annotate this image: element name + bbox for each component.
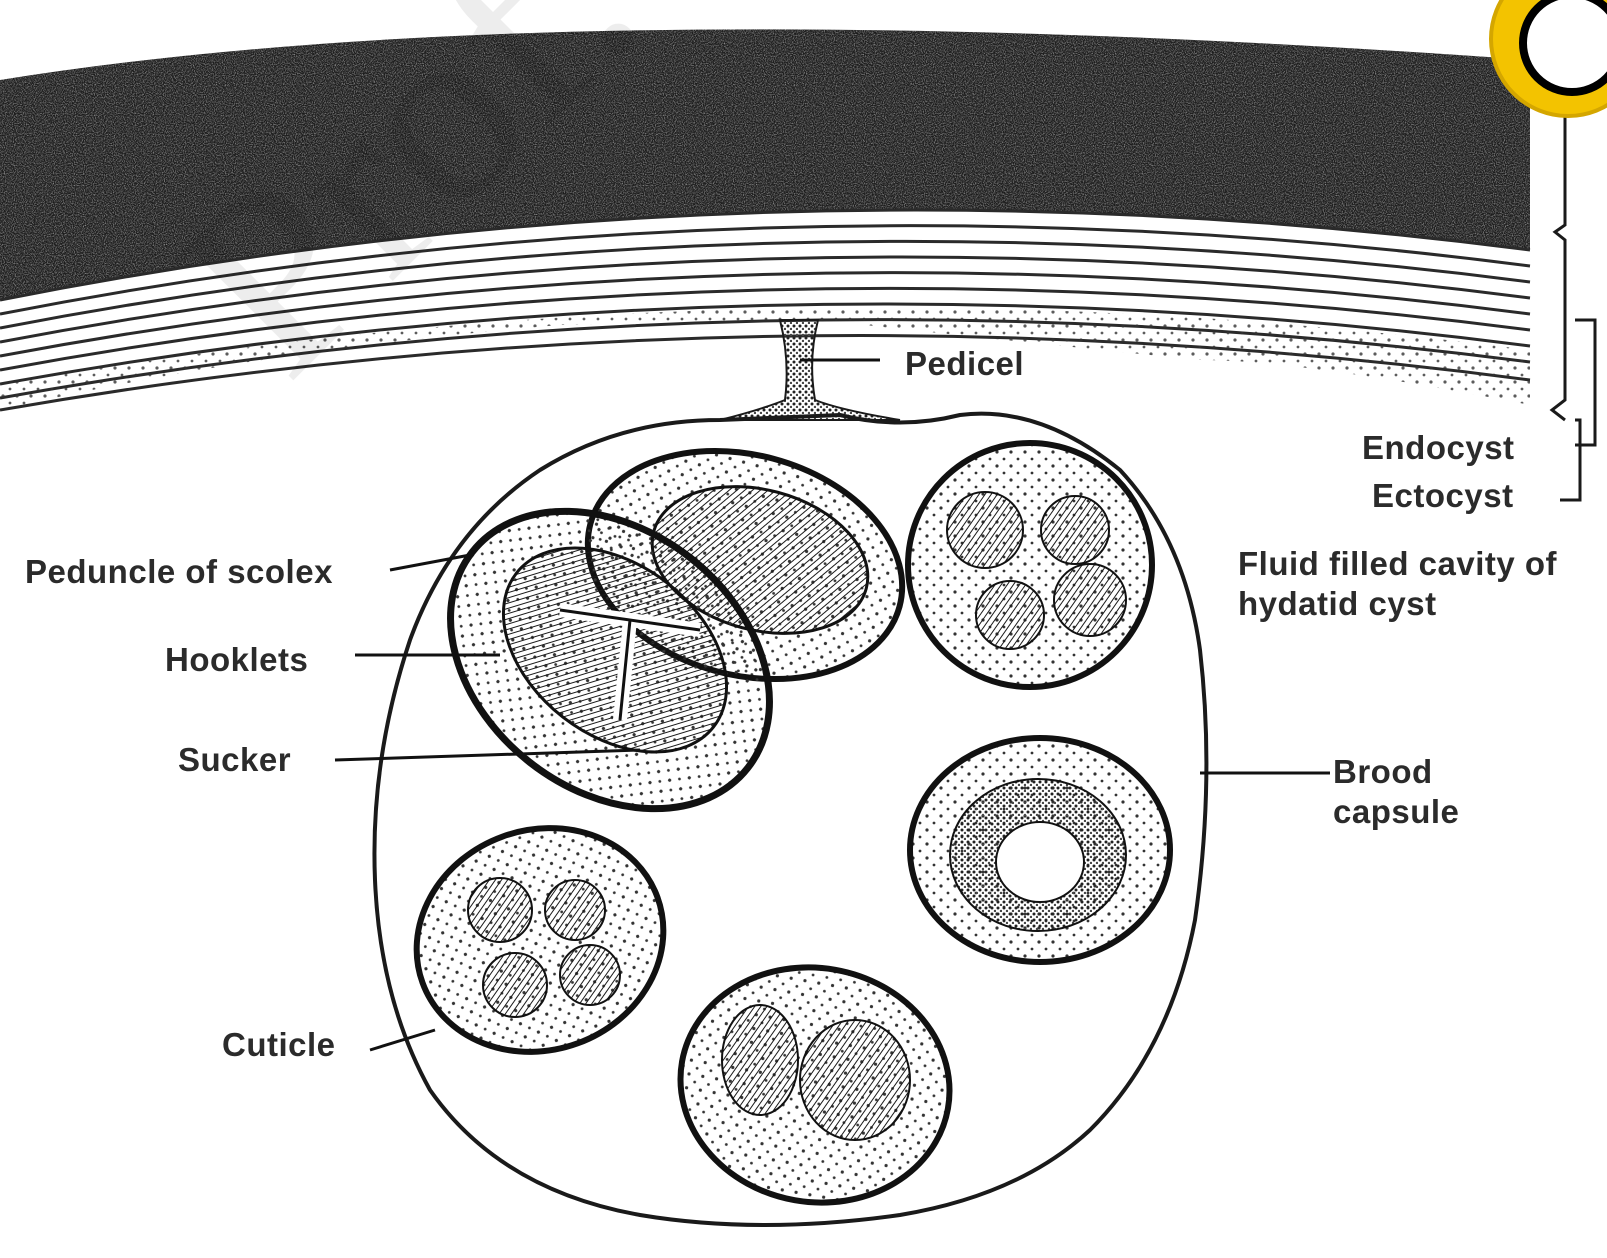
label-fluid-filled-cavity: Fluid filled cavity of hydatid cyst: [1238, 544, 1568, 624]
label-sucker: Sucker: [178, 740, 291, 780]
protoscolex-bottom: [662, 946, 969, 1223]
label-ectocyst: Ectocyst: [1372, 476, 1514, 516]
protoscolex-upper-right: [908, 443, 1152, 687]
label-brood-capsule: Brood capsule: [1333, 752, 1503, 832]
label-endocyst: Endocyst: [1362, 428, 1515, 468]
label-hooklets: Hooklets: [165, 640, 308, 680]
label-peduncle-of-scolex: Peduncle of scolex: [25, 552, 333, 592]
brood-vesicle-right: [910, 738, 1170, 962]
label-cuticle: Cuticle: [222, 1025, 336, 1065]
protoscolex-lower-left: [385, 794, 695, 1086]
label-pedicel: Pedicel: [905, 344, 1024, 384]
layer-bracket: [1552, 60, 1595, 500]
